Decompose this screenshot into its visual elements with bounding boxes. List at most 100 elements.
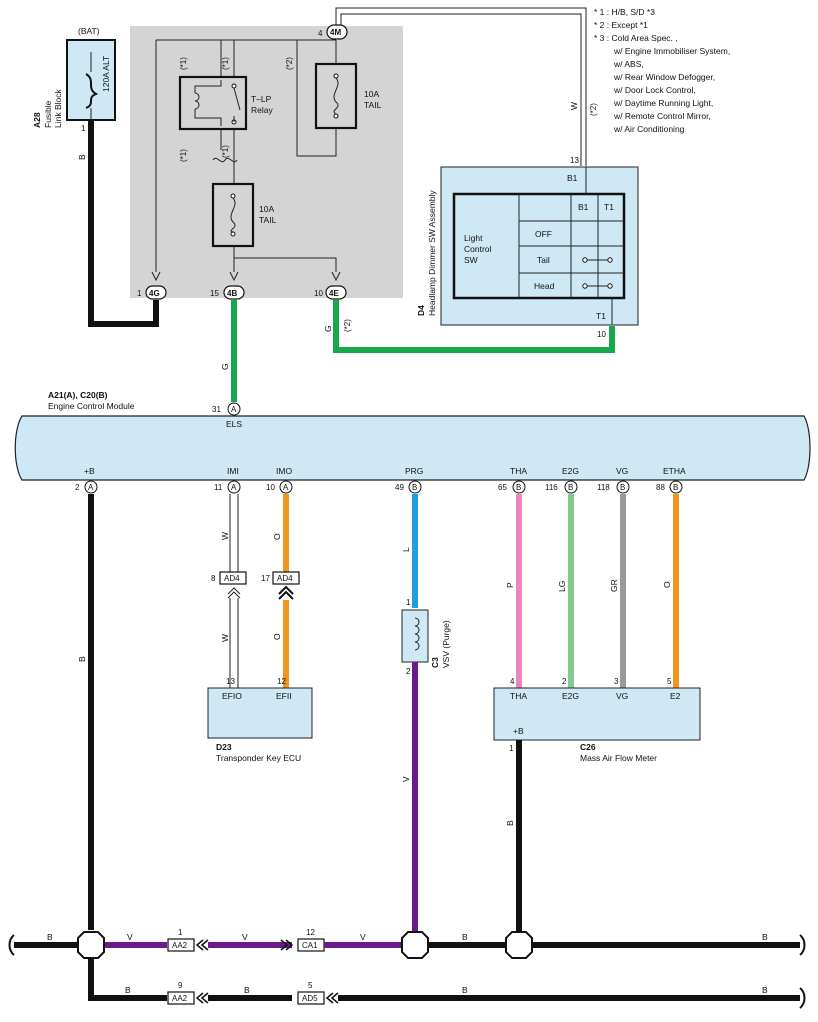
ecm-pin-b: 2 xyxy=(75,483,80,492)
wire-label-v-3: V xyxy=(242,932,248,942)
ecm-sig-tha: THA xyxy=(510,466,527,476)
wire-label-v-4: V xyxy=(360,932,366,942)
note-mark-5: (*1) xyxy=(221,145,230,158)
vsv-name: VSV (Purge) xyxy=(441,620,451,668)
connector-ad4-2-label: AD4 xyxy=(277,574,293,583)
relay-label-1: T–LP xyxy=(251,94,272,104)
connector-4e-pin: 10 xyxy=(314,289,323,298)
switch-label-1: Light xyxy=(464,233,483,243)
switch-table-grid xyxy=(518,194,624,298)
connector-4b-label: 4B xyxy=(227,289,237,298)
headlamp-name: Headlamp Dimmer SW Assembly xyxy=(427,190,437,316)
transponder-name: Transponder Key ECU xyxy=(216,753,301,763)
wire-label-b-4: B xyxy=(47,932,53,942)
ecm-pin-imo: 10 xyxy=(266,483,275,492)
wire-label-b-9: B xyxy=(462,985,468,995)
connector-ad4-2-pin: 17 xyxy=(261,574,270,583)
ecm-conn-etha: B xyxy=(673,483,678,492)
ecm-pin-vg: 118 xyxy=(597,483,610,492)
wire-label-b-3: B xyxy=(505,820,515,826)
switch-label-2: Control xyxy=(464,244,492,254)
fusible-link-name-2: Link Block xyxy=(53,89,63,128)
notes-block: * 1 : H/B, S/D *3 * 2 : Except *1 * 3 : … xyxy=(594,7,730,134)
connector-4m-pin: 4 xyxy=(318,29,323,38)
ecm-pin-31 xyxy=(227,402,241,416)
connector-4e xyxy=(325,285,347,300)
relay-label-2: Relay xyxy=(251,105,273,115)
maf-id: C26 xyxy=(580,742,596,752)
junction-block xyxy=(130,26,403,298)
ecm-top-pin: 31 xyxy=(212,405,221,414)
connector-ca1-label: CA1 xyxy=(302,941,318,950)
note-mark-3: (*2) xyxy=(285,57,294,70)
transponder-sig-2: EFII xyxy=(276,691,292,701)
ecm-name: Engine Control Module xyxy=(48,401,135,411)
maf-sig-e2: E2 xyxy=(670,691,681,701)
switch-row-tail: Tail xyxy=(537,255,550,265)
bat-label: (BAT) xyxy=(78,26,100,36)
mass-air-flow-meter: 4 2 3 5 THA E2G VG E2 +B 1 C26 Mass Air … xyxy=(493,677,701,763)
ecm-pin-etha: 88 xyxy=(656,483,665,492)
connector-ad4-1-label: AD4 xyxy=(224,574,240,583)
headlamp-b1-pin: 13 xyxy=(570,156,579,165)
vsv-id: C3 xyxy=(430,657,440,668)
maf-sig-vg: VG xyxy=(616,691,628,701)
headlamp-t1-pin: 10 xyxy=(597,330,606,339)
junction-1 xyxy=(77,931,105,959)
wire-label-v-1: V xyxy=(401,776,411,782)
ecm-pin-imi: 11 xyxy=(214,483,223,492)
fusible-link-name-1: Fusible xyxy=(43,100,53,128)
maf-sig-e2g: E2G xyxy=(562,691,579,701)
vsv-box xyxy=(401,609,429,663)
switch-label-3: SW xyxy=(464,255,478,265)
relay-coil-icon xyxy=(194,92,200,110)
connector-aa2-2-label: AA2 xyxy=(172,994,188,1003)
switch-row-head: Head xyxy=(534,281,555,291)
vsv-pin-2: 2 xyxy=(406,667,411,676)
fusible-link-id: A28 xyxy=(32,112,42,128)
ecm-pin-e2g: 116 xyxy=(545,483,558,492)
ecm-pin-tha: 65 xyxy=(498,483,507,492)
ecm-sig-etha: ETHA xyxy=(663,466,686,476)
wire-label-o-2: O xyxy=(272,633,282,640)
wire-label-g-2: G xyxy=(220,363,230,370)
wire-label-b-8: B xyxy=(244,985,250,995)
connector-ad4-2 xyxy=(272,571,300,585)
connector-aa2-1-label: AA2 xyxy=(172,941,188,950)
connector-4g xyxy=(145,285,167,300)
transponder-pin-1: 13 xyxy=(226,677,235,686)
ecm-top-conn: A xyxy=(231,405,237,414)
maf-sig-plusb: +B xyxy=(513,726,524,736)
maf-pin-e2: 5 xyxy=(667,677,672,686)
connector-ad5 xyxy=(297,991,325,1005)
transponder-key-ecu: 13 12 EFIO EFII D23 Transponder Key ECU xyxy=(207,677,313,763)
wire-label-b-2: B xyxy=(77,656,87,662)
ecm-body xyxy=(14,415,811,481)
headlamp-t1-label: T1 xyxy=(596,311,606,321)
connector-4g-label: 4G xyxy=(149,289,160,298)
note-3: * 3 : Cold Area Spec. , xyxy=(594,33,678,43)
note-mark-1: (*1) xyxy=(179,57,188,70)
wire-label-o-1: O xyxy=(272,533,282,540)
transponder-sig-1: EFIO xyxy=(222,691,242,701)
headlamp-dimmer-switch-d4: 13 B1 Light Control SW B1 T1 OFF Tail He… xyxy=(416,156,639,339)
note-2: * 2 : Except *1 xyxy=(594,20,648,30)
vsv-coil-icon xyxy=(414,617,420,651)
switch-row-off: OFF xyxy=(535,229,552,239)
switch-col-t1: T1 xyxy=(604,202,614,212)
maf-pin-tha: 4 xyxy=(510,677,515,686)
note-9: w/ Remote Control Mirror, xyxy=(613,111,711,121)
ecm-conn-imi: A xyxy=(231,483,237,492)
wire-label-g-1: G xyxy=(323,325,333,332)
ecm-sig-prg: PRG xyxy=(405,466,423,476)
transponder-pin-2: 12 xyxy=(277,677,286,686)
ecm-conn-vg: B xyxy=(620,483,625,492)
wire-label-b-7: B xyxy=(125,985,131,995)
connector-aa2-2-pin: 9 xyxy=(178,981,183,990)
fuse-icon-1 xyxy=(230,197,236,233)
connector-ad4-1-pin: 8 xyxy=(211,574,216,583)
fuse2-name: TAIL xyxy=(364,100,382,110)
relay-switch-icon xyxy=(233,87,241,122)
note-6: w/ Rear Window Defogger, xyxy=(613,72,715,82)
